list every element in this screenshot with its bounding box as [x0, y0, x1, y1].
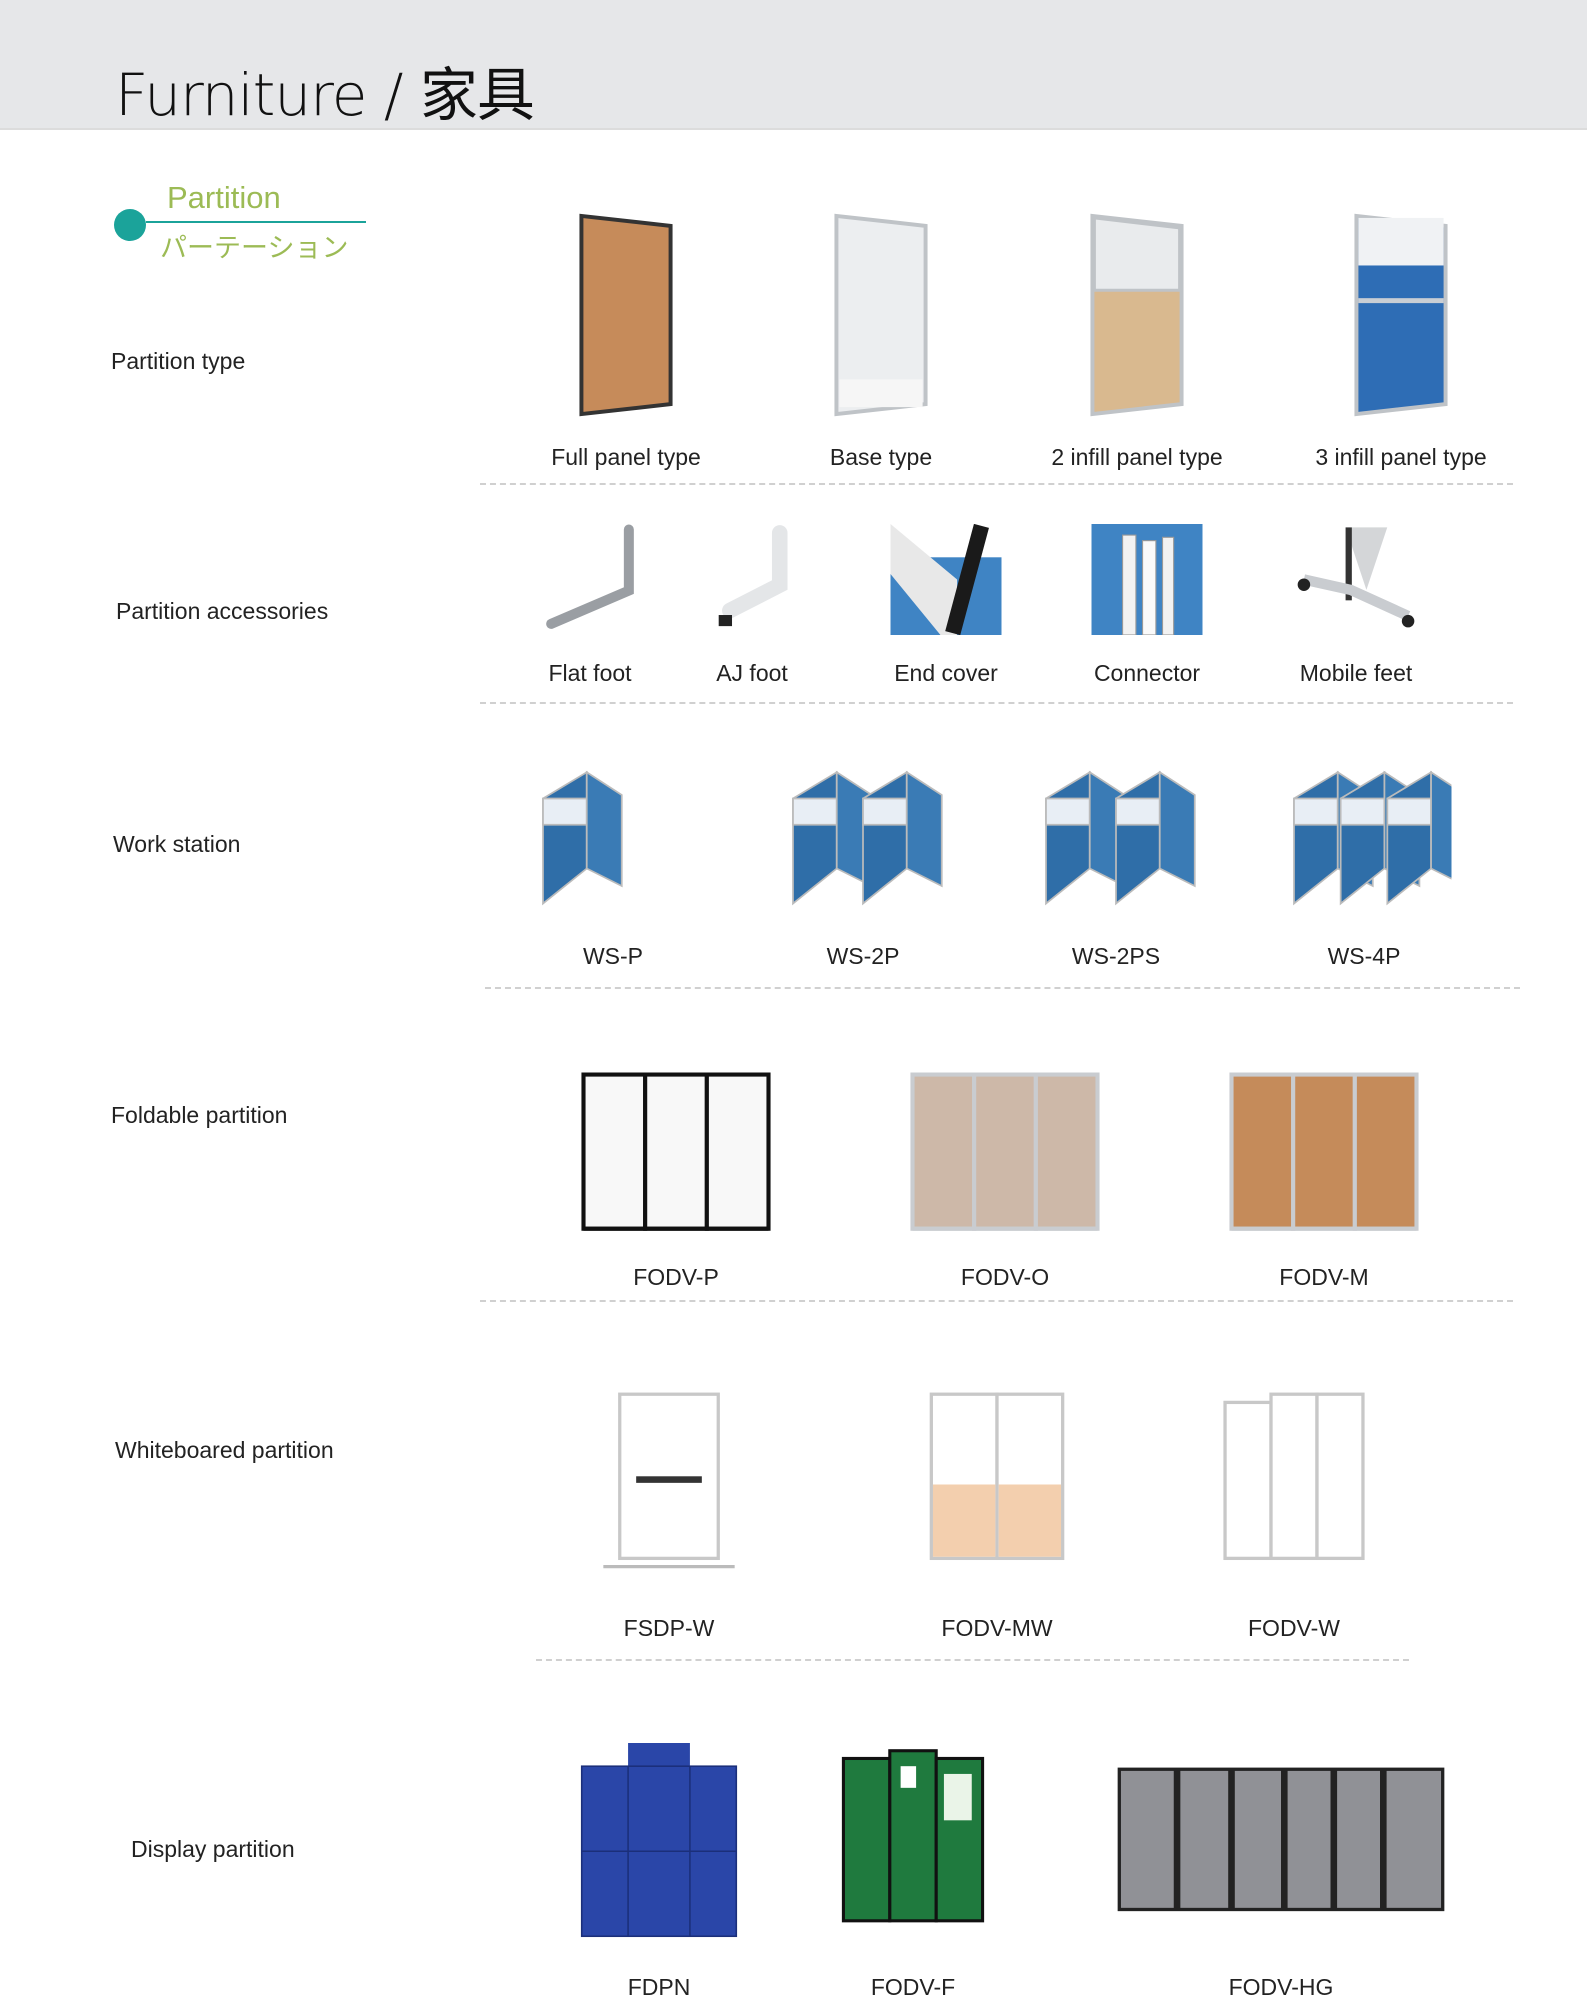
product-item: WS-P — [486, 741, 741, 969]
product-item: Mobile feet — [1254, 524, 1459, 686]
product-item: FODV-HG — [1076, 1743, 1486, 2000]
bullet-dot-icon — [114, 209, 146, 241]
fold-white-icon — [581, 1072, 771, 1231]
page-header: Furniture / 家具 — [0, 0, 1587, 130]
panel-2infill-icon — [1090, 213, 1184, 417]
product-item: FODV-P — [531, 1054, 821, 1290]
row-divider — [480, 483, 1513, 485]
product-name: FODV-M — [1279, 1264, 1369, 1290]
row-label: Partition accessories — [116, 598, 329, 624]
product-item: FODV-O — [860, 1054, 1150, 1290]
product-name: Flat foot — [548, 660, 632, 686]
fold-wood-icon — [1229, 1072, 1419, 1231]
product-name: WS-2P — [826, 943, 900, 969]
product-name: FODV-F — [870, 1974, 956, 2000]
section-title-jp: パーテーション — [160, 233, 349, 264]
product-item: WS-2P — [736, 741, 991, 969]
panel-3infill-icon — [1354, 213, 1448, 417]
panel-wood-icon — [579, 213, 673, 417]
product-name: End cover — [894, 660, 998, 686]
ws-2s-icon — [1045, 770, 1196, 906]
product-name: WS-P — [582, 943, 644, 969]
product-item: 3 infill panel type — [1296, 211, 1506, 470]
product-item: Base type — [776, 211, 986, 470]
product-name: WS-2PS — [1071, 943, 1161, 969]
product-item: FDPN — [454, 1743, 864, 2000]
product-name: FDPN — [627, 1974, 691, 2000]
product-item: Full panel type — [521, 211, 731, 470]
product-name: Full panel type — [551, 444, 701, 470]
product-item: 2 infill panel type — [1032, 211, 1242, 470]
product-name: FODV-O — [960, 1264, 1050, 1290]
flat-foot-icon — [546, 524, 634, 629]
product-name: FODV-HG — [1228, 1974, 1334, 2000]
product-item: FSDP-W — [544, 1386, 794, 1641]
row-label: Work station — [113, 831, 241, 857]
product-name: FODV-MW — [941, 1615, 1053, 1641]
product-name: 3 infill panel type — [1315, 444, 1487, 470]
wb-triple-icon — [1223, 1392, 1365, 1561]
row-label: Partition type — [111, 348, 246, 374]
display-green-icon — [841, 1749, 985, 1923]
end-cover-icon — [890, 524, 1002, 635]
product-item: End cover — [844, 524, 1049, 686]
section-title-en: Partition — [167, 180, 281, 215]
row-label: Whiteboared partition — [115, 1437, 334, 1463]
display-blue-icon — [580, 1743, 738, 1938]
product-name: 2 infill panel type — [1051, 444, 1223, 470]
product-name: FODV-W — [1248, 1615, 1340, 1641]
row-label: Display partition — [131, 1836, 295, 1862]
row-divider — [480, 1300, 1513, 1302]
product-item: Flat foot — [488, 524, 693, 686]
wb-single-icon — [603, 1392, 735, 1569]
page-title: Furniture / 家具 — [115, 61, 535, 129]
row-divider — [536, 1659, 1409, 1661]
product-item: FODV-M — [1179, 1054, 1469, 1290]
product-item: FODV-MW — [872, 1386, 1122, 1641]
row-divider — [485, 987, 1520, 989]
mobile-feet-icon — [1297, 527, 1415, 628]
ws-2-icon — [792, 770, 943, 906]
ws-4-icon — [1293, 770, 1452, 906]
product-name: AJ foot — [716, 660, 788, 686]
product-name: Base type — [829, 444, 933, 470]
product-name: FODV-P — [633, 1264, 719, 1290]
row-divider — [480, 702, 1513, 704]
wb-double-icon — [929, 1392, 1065, 1561]
product-name: Connector — [1093, 660, 1201, 686]
product-name: FSDP-W — [623, 1615, 715, 1641]
product-item: FODV-F — [708, 1743, 1118, 2000]
ws-1-icon — [542, 770, 623, 906]
product-item: WS-2PS — [989, 741, 1244, 969]
product-item: Connector — [1045, 524, 1250, 686]
fold-beige-icon — [910, 1072, 1100, 1231]
panel-white-icon — [834, 213, 928, 417]
product-name: Mobile feet — [1299, 660, 1413, 686]
product-item: AJ foot — [650, 524, 855, 686]
connector-icon — [1091, 524, 1203, 635]
product-name: WS-4P — [1327, 943, 1401, 969]
product-item: FODV-W — [1169, 1386, 1419, 1641]
section-underline — [146, 221, 366, 223]
aj-foot-icon — [718, 525, 788, 627]
row-label: Foldable partition — [111, 1102, 288, 1128]
product-item: WS-4P — [1237, 741, 1492, 969]
display-grey-icon — [1117, 1767, 1445, 1912]
